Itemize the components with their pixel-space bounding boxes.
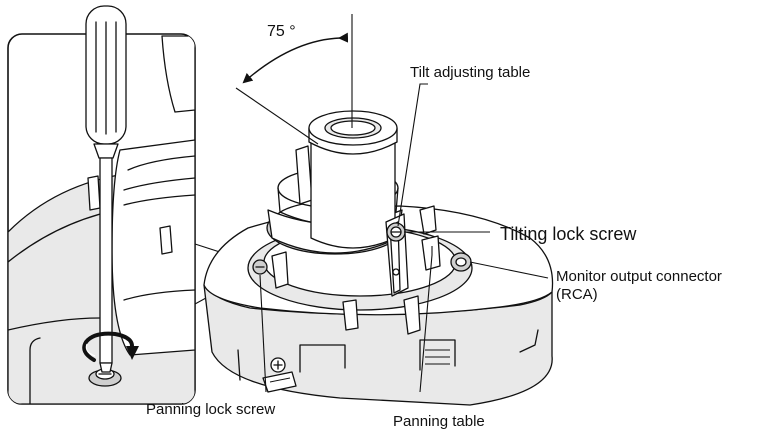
leader-tilt-adjusting-table [397, 83, 428, 227]
leader-panning-lock-screw [259, 274, 267, 393]
label-tilt-adjusting-table: Tilt adjusting table [410, 64, 530, 81]
angle-label: 75 ° [267, 23, 296, 40]
screwdriver-icon [85, 5, 127, 373]
leader-monitor-output-connector [469, 261, 549, 279]
rotation-arrow-icon [82, 331, 139, 362]
dome-camera-assembly [203, 110, 554, 406]
tilted-axis-line [235, 87, 319, 145]
leader-panning-table [419, 246, 433, 393]
label-panning-table: Panning table [393, 413, 485, 430]
detail-inset [7, 5, 196, 405]
label-monitor-output-connector: Monitor output connector [556, 268, 722, 285]
label-monitor-output-connector-rca: (RCA) [556, 286, 598, 303]
label-panning-lock-screw: Panning lock screw [146, 401, 275, 418]
label-tilting-lock-screw: Tilting lock screw [500, 224, 637, 244]
tilt-angle-indicator: 75 ° [235, 14, 353, 145]
angle-arc-arrow [242, 32, 349, 84]
